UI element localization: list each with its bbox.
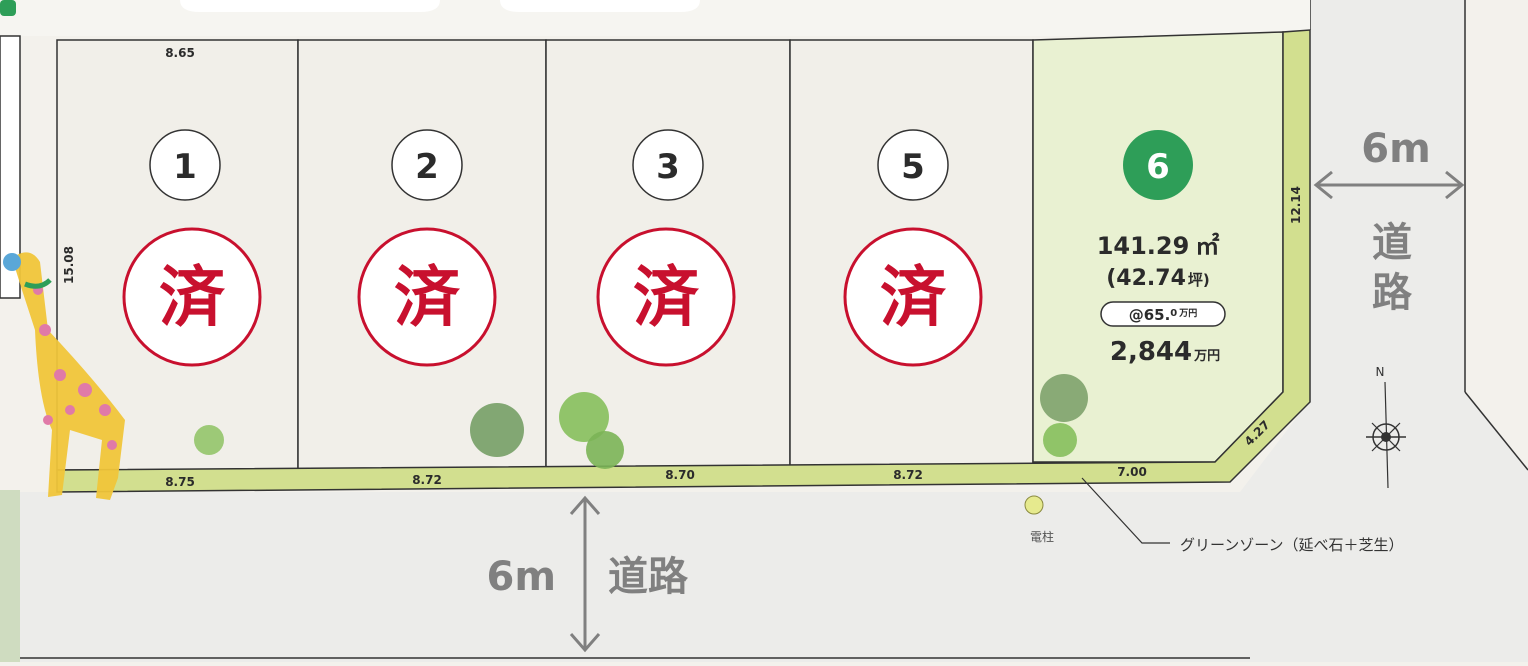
- lot-6-area-m2: 141.29: [1097, 232, 1190, 260]
- lot-5-sold-text: 済: [880, 259, 947, 336]
- lot-6-number: 6: [1146, 147, 1170, 187]
- dim-frontage-lot3: 8.70: [665, 468, 695, 482]
- dim-frontage-lot1: 8.75: [165, 475, 195, 489]
- dim-frontage-lot2: 8.72: [412, 473, 442, 487]
- bottom-road-width-arrow: [569, 495, 601, 653]
- lot-3-number: 3: [656, 147, 680, 187]
- tree-icon: [1040, 374, 1088, 422]
- lot-2-sold-text: 済: [394, 259, 461, 336]
- tree-icons: [194, 374, 1088, 469]
- lot-6-area-m2-unit: ㎡: [1195, 232, 1219, 260]
- utility-pole-icon: [1024, 495, 1044, 515]
- compass-north-label: N: [1376, 365, 1385, 379]
- lot-3-sold-stamp: 済: [596, 227, 736, 367]
- bottom-road-label: 道路: [608, 554, 689, 600]
- lot-5-number: 5: [901, 147, 925, 187]
- tree-icon: [559, 392, 609, 442]
- dim-right-side: 12.14: [1289, 186, 1303, 224]
- tree-icon: [470, 403, 524, 457]
- lot-2-number-badge: 2: [391, 129, 463, 201]
- lot-6-unit-price-decimal: 0: [1170, 308, 1177, 319]
- lot-5-number-badge: 5: [877, 129, 949, 201]
- lot-1-sold-stamp: 済: [122, 227, 262, 367]
- right-road-width-arrow: [1313, 170, 1465, 200]
- dim-top-lot1: 8.65: [165, 46, 195, 60]
- dim-left-side: 15.08: [62, 246, 76, 284]
- lot-6-price: 2,844: [1110, 337, 1192, 367]
- dim-frontage-lot5: 8.72: [893, 468, 923, 482]
- tree-icon: [586, 431, 624, 469]
- right-road-label-char: 路: [1372, 270, 1413, 316]
- lot-6-unit-price-unit: 万円: [1178, 308, 1197, 319]
- lot-6-unit-price-pill: [1100, 301, 1226, 327]
- right-road-label: 道路: [1372, 220, 1413, 316]
- lot-6-area-tsubo-unit: 坪): [1188, 271, 1210, 289]
- lot-6-price-unit: 万円: [1193, 349, 1220, 364]
- green-zone-note: グリーンゾーン（延べ石＋芝生）: [1180, 536, 1404, 554]
- lot-6-number-badge: 6: [1123, 130, 1193, 200]
- green-zone: [56, 29, 1311, 493]
- lot-2-number: 2: [415, 147, 439, 187]
- bottom-road-width: 6m: [486, 554, 556, 600]
- svg-text:(42.74坪): (42.74坪): [1106, 266, 1210, 291]
- svg-text:@65.0万円: @65.0万円: [1129, 306, 1198, 324]
- tree-icon: [1043, 423, 1077, 457]
- right-road: [1240, 0, 1528, 662]
- lot-1-number: 1: [173, 147, 197, 187]
- right-road-width: 6m: [1361, 126, 1431, 172]
- lot-2-sold-stamp: 済: [357, 227, 497, 367]
- giraffe-illustration: [3, 252, 125, 500]
- lot-6-unit-price: @65.: [1129, 306, 1171, 324]
- lot-6-area-tsubo: (42.74: [1106, 266, 1186, 291]
- right-road-label-char: 道: [1372, 220, 1412, 266]
- lot-1-number-badge: 1: [149, 129, 221, 201]
- tree-icon: [194, 425, 224, 455]
- lot-1-sold-text: 済: [159, 259, 226, 336]
- lot-3-sold-text: 済: [633, 259, 700, 336]
- compass-icon: N: [1366, 365, 1406, 489]
- lot-3-number-badge: 3: [632, 129, 704, 201]
- lot-5-sold-stamp: 済: [843, 227, 983, 367]
- utility-pole-label: 電柱: [1030, 529, 1054, 544]
- dim-frontage-lot6: 7.00: [1117, 465, 1147, 479]
